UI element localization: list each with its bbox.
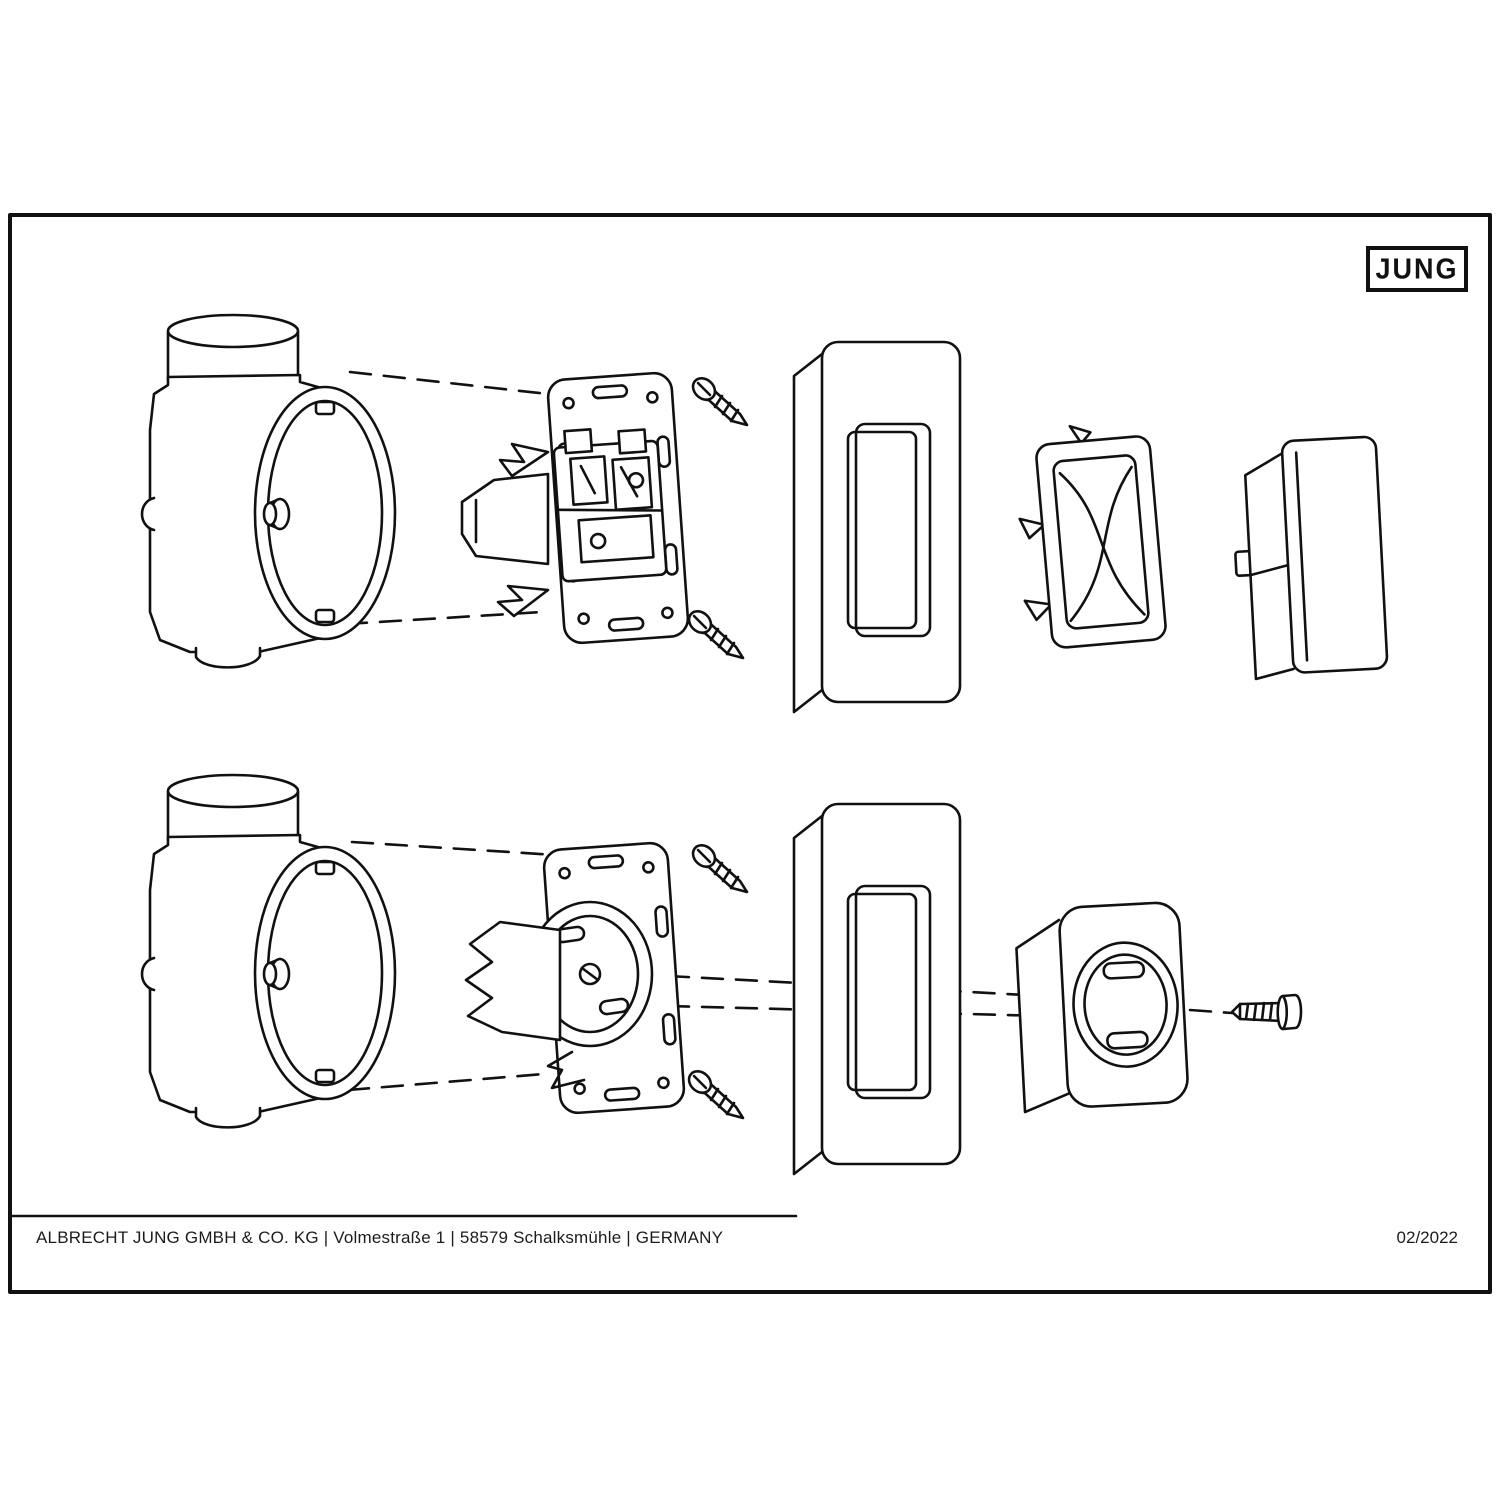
mounting-screw-top-1 xyxy=(687,372,749,427)
jung-logo: JUNG xyxy=(1366,246,1468,292)
switch-insert xyxy=(460,371,690,645)
flush-mounting-box-2 xyxy=(140,773,397,1129)
mounting-screw-bottom-1 xyxy=(683,605,745,660)
rocker-support xyxy=(1018,424,1167,649)
socket-insert xyxy=(464,841,686,1115)
mounting-screw-top-2 xyxy=(687,839,749,894)
socket-cover xyxy=(1015,901,1189,1114)
mounting-screw-bottom-2 xyxy=(683,1065,745,1120)
cover-frame-2 xyxy=(792,802,962,1176)
footer-company-info: ALBRECHT JUNG GMBH & CO. KG | Volmestraß… xyxy=(36,1228,724,1247)
footer-revision-date: 02/2022 xyxy=(1396,1228,1458,1247)
cover-frame-1 xyxy=(792,340,962,714)
rocker-cover xyxy=(1234,435,1389,681)
jung-logo-text: JUNG xyxy=(1375,252,1459,285)
fixing-screw xyxy=(1230,993,1303,1031)
flush-mounting-box-1 xyxy=(140,313,397,669)
drawing-border xyxy=(8,213,1492,1294)
